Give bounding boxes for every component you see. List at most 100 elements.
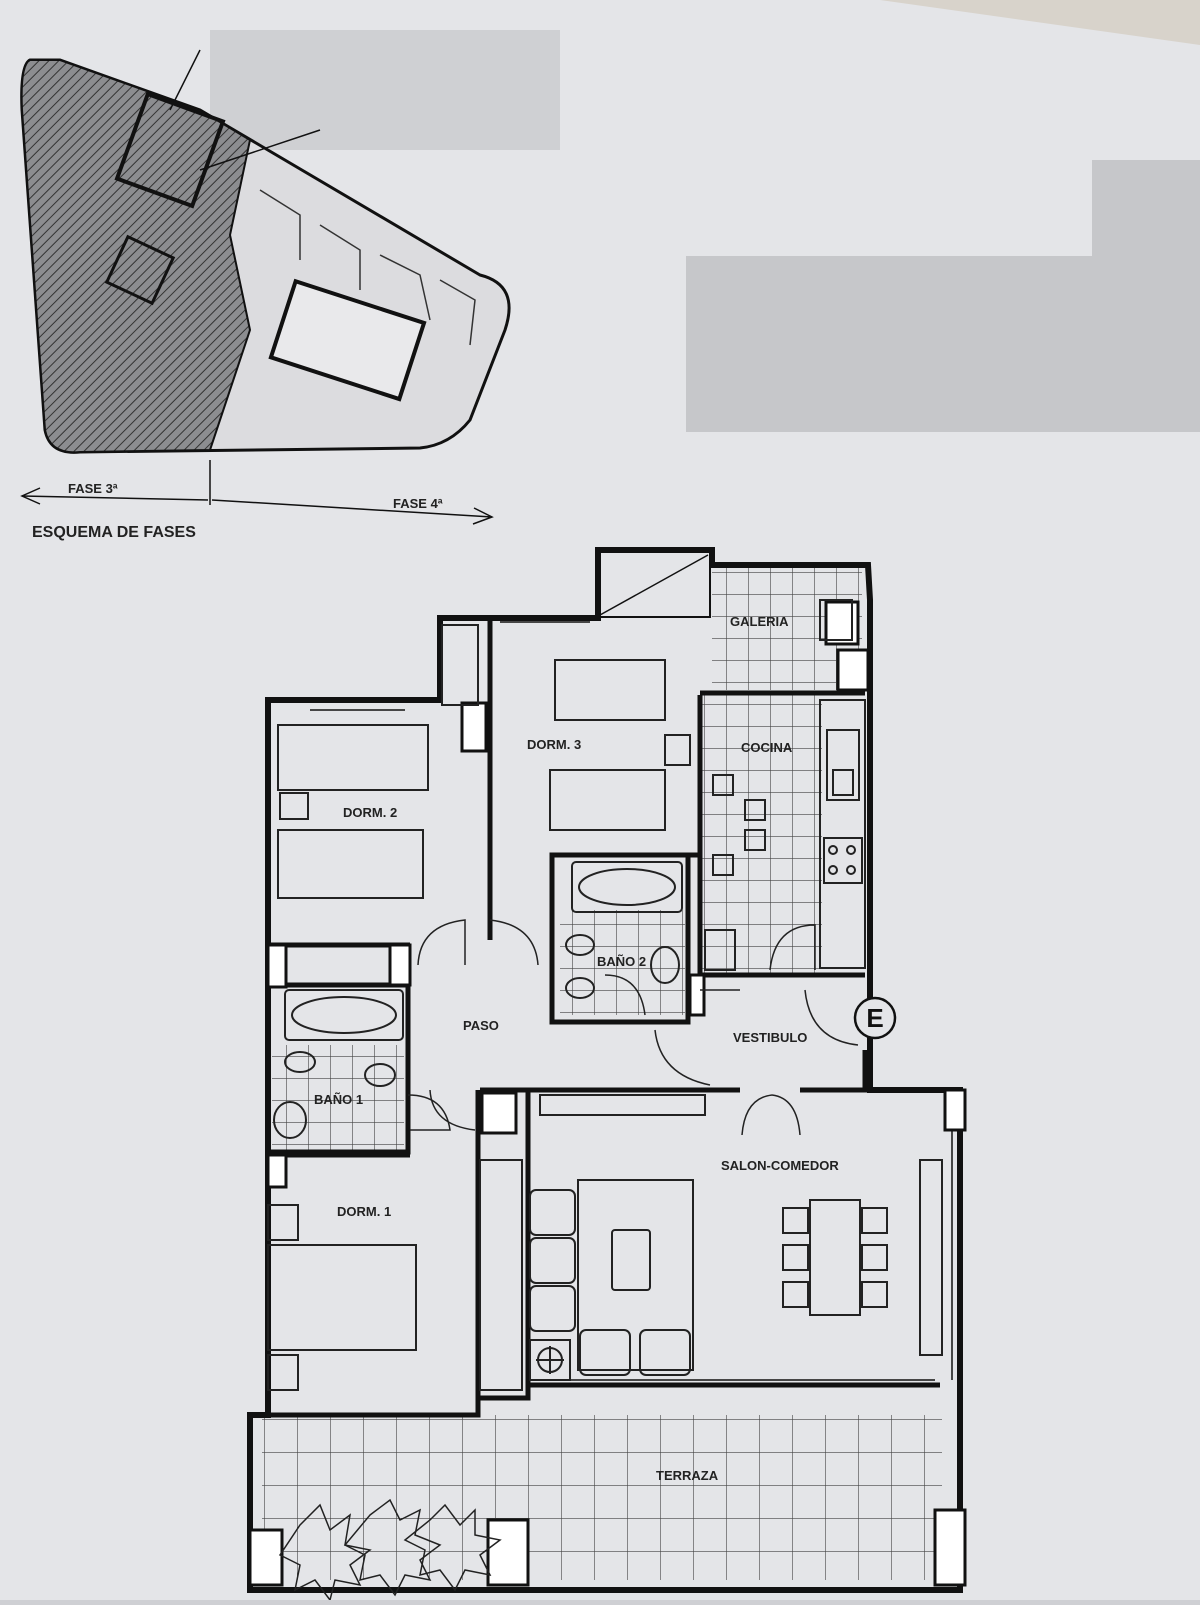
pillar-4 [266,1153,288,1189]
hob-ring-3 [828,865,838,875]
phase-right-arrowhead [472,507,494,525]
room-label-galeria: GALERIA [730,614,789,629]
dining-chair-4 [861,1207,888,1234]
phase-left-arrow [21,495,209,501]
room-label-paso: PASO [463,1018,499,1033]
hob-ring-2 [846,845,856,855]
dorm1-bed [267,1244,417,1351]
room-label-salon: SALON-COMEDOR [721,1158,839,1173]
door-bano1 [407,1094,451,1131]
entrance-label: E [866,1003,883,1033]
phase-right-label: FASE 4ª [393,496,443,511]
kitchen-table-chair-1 [712,774,734,796]
galeria-washer [819,599,853,641]
pillar-9 [933,1508,967,1587]
door-dorm3 [489,919,539,966]
room-label-cocina: COCINA [741,740,793,755]
door-entrance [804,989,859,1046]
floor-plan: E DORM. 3 GALERIA COCINA DORM. 2 BAÑO 2 … [247,547,967,1602]
pillar-8 [486,1518,530,1587]
room-label-dorm3: DORM. 3 [527,737,581,752]
phase-right-arrow [211,499,493,518]
room-label-dorm1: DORM. 1 [337,1204,391,1219]
plant-1 [278,1503,372,1602]
wall-bano1 [268,982,411,1155]
pillar-1 [460,701,488,753]
redaction-right [686,256,1200,432]
room-label-bano1: BAÑO 1 [314,1092,363,1107]
door-dorm2 [417,919,466,966]
dorm2-bed-2 [277,829,424,899]
door-vestibulo [654,1029,711,1086]
kitchen-table-chair-4 [712,854,734,876]
dorm1-nightstand-2 [267,1354,299,1391]
dorm1-wardrobe [479,1159,523,1391]
room-label-bano2: BAÑO 2 [597,954,646,969]
room-label-vestibulo: VESTIBULO [733,1030,807,1045]
bano1-bidet [364,1063,396,1087]
cocina-tiles [702,695,822,973]
site-plan-blocks [259,189,476,346]
pillar-3 [388,943,412,987]
sofa-seat-3 [529,1285,576,1332]
door-dorm1 [429,1089,476,1131]
hob-ring-1 [828,845,838,855]
kitchen-sink [826,729,860,801]
dining-table [809,1199,861,1316]
kitchen-counter [819,699,866,969]
bano2-washbasin [650,946,680,984]
terraza-tiles [262,1415,942,1580]
phase-left-arrowhead [20,487,41,505]
dorm3-bed-2 [549,769,666,831]
hob-ring-4 [846,865,856,875]
kitchen-table-chair-2 [744,799,766,821]
armchair-1 [579,1329,631,1376]
bano1-tiles [272,1045,404,1150]
site-plan-phase3-hatched [20,59,252,454]
plant-3 [403,1503,502,1592]
bano1-toilet [284,1051,316,1073]
pillar-7 [248,1528,284,1587]
salon-cabinet [919,1159,943,1356]
bano1-washbasin [273,1101,307,1139]
dorm1-nightstand-1 [267,1204,299,1241]
pillar-5 [480,1091,518,1135]
site-plan: FASE 3ª FASE 4ª ESQUEMA DE FASES [20,49,511,541]
bano2-toilet [565,934,595,956]
site-plan-building-a [114,91,226,209]
pillar-2 [266,943,288,989]
sofa-seat-2 [529,1237,576,1284]
site-plan-building-b [104,234,176,306]
dining-chair-1 [782,1207,809,1234]
site-plan-leader-2 [199,129,321,171]
bano1-bathtub-inner [291,996,397,1034]
bano2-bidet [565,977,595,999]
pillar-11 [836,648,870,692]
salon-sideboard [539,1094,706,1116]
dorm2-bed-1 [277,724,429,791]
kitchen-table-chair-3 [744,829,766,851]
dorm2-nightstand [279,792,309,820]
door-salon-left [741,1094,773,1136]
coffee-table [611,1229,651,1291]
entrance-marker [853,996,897,1040]
pillar-10 [824,600,860,646]
bano2-bathtub [571,861,683,913]
door-bano2 [604,974,646,1016]
galeria-box-diagonal [599,554,709,616]
living-rug [577,1179,694,1371]
dorm3-bed-1 [554,659,666,721]
terrace-plants [278,1498,502,1602]
outer-wall [247,547,963,1593]
site-plan-pool [268,278,427,402]
dining-chair-3 [782,1281,809,1308]
sofa-seat-1 [529,1189,576,1236]
site-plan-leader-1 [169,49,201,111]
site-plan-title: ESQUEMA DE FASES [32,524,196,541]
armchair-2 [639,1329,691,1376]
dining-chair-6 [861,1281,888,1308]
kitchen-appliance [704,929,736,971]
dorm3-wardrobe [441,624,479,706]
